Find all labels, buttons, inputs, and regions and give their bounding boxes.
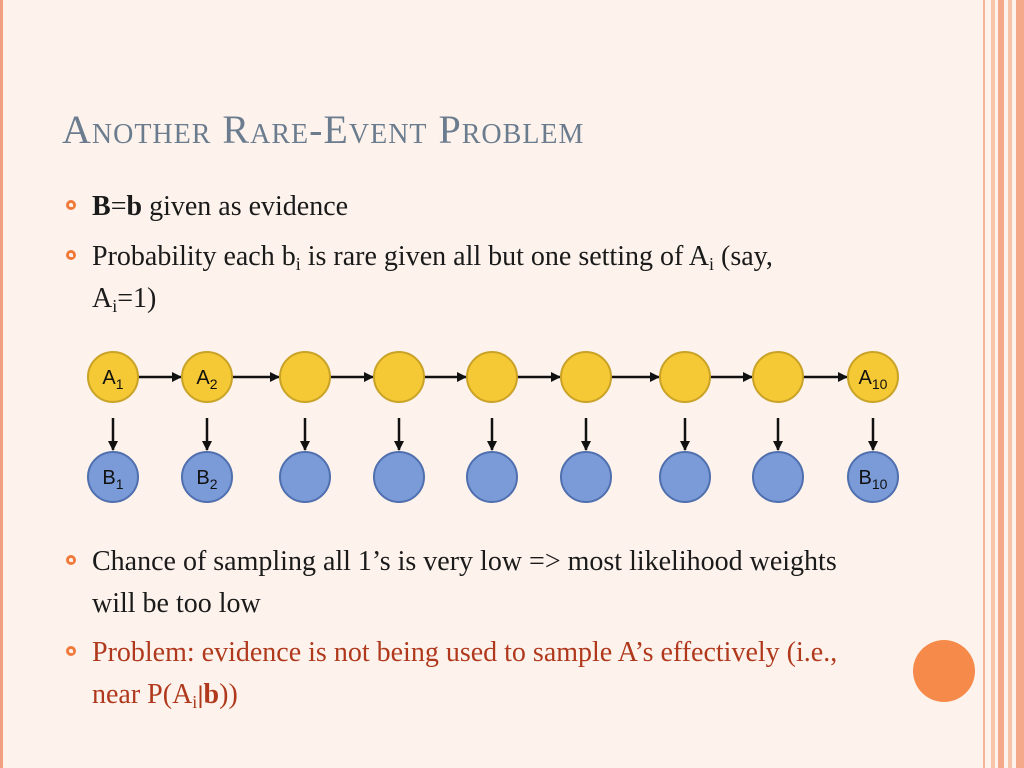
right-stripe-1 bbox=[983, 0, 985, 768]
text-part: Problem: evidence is not being used to s… bbox=[92, 637, 838, 710]
node-b-9: B10 bbox=[847, 451, 899, 503]
node-b-9-circle bbox=[847, 451, 899, 503]
bullet-marker-icon bbox=[66, 555, 76, 565]
bullet-chance: Chance of sampling all 1’s is very low =… bbox=[66, 541, 906, 625]
node-b-7 bbox=[659, 451, 711, 503]
node-b-2-circle bbox=[181, 451, 233, 503]
node-b-6 bbox=[560, 451, 612, 503]
bold-B: B bbox=[92, 191, 111, 222]
bullet-text: Chance of sampling all 1’s is very low =… bbox=[92, 546, 837, 619]
right-stripe-4 bbox=[1008, 0, 1012, 768]
bold-b: b bbox=[203, 679, 220, 710]
bullet-text: Problem: evidence is not being used to s… bbox=[92, 632, 892, 717]
conditional-bar: | bbox=[197, 682, 204, 709]
node-a-6 bbox=[560, 351, 612, 403]
node-a-9-label: A10 bbox=[859, 367, 888, 392]
subscript: i bbox=[112, 296, 118, 316]
node-b-4 bbox=[373, 451, 425, 503]
subscript: i bbox=[295, 254, 301, 274]
bullet-text: Probability each bi is rare given all bu… bbox=[92, 236, 792, 320]
node-a-8 bbox=[752, 351, 804, 403]
node-b-4-circle bbox=[373, 451, 425, 503]
node-a-9: A10 bbox=[847, 351, 899, 403]
node-a-1-label: A1 bbox=[102, 367, 123, 392]
node-a-5-circle bbox=[466, 351, 518, 403]
node-b-6-circle bbox=[560, 451, 612, 503]
node-a-3-circle bbox=[279, 351, 331, 403]
right-stripe-5 bbox=[1016, 0, 1024, 768]
diagram-edges bbox=[108, 372, 878, 451]
bullet-rest: given as evidence bbox=[142, 191, 349, 222]
text-part: =1) bbox=[117, 283, 157, 314]
bullet-probability: Probability each bi is rare given all bu… bbox=[66, 236, 906, 320]
node-b-1: B1 bbox=[87, 451, 139, 503]
node-b-8 bbox=[752, 451, 804, 503]
text-part: )) bbox=[219, 679, 238, 710]
node-b-1-label: B1 bbox=[102, 467, 123, 492]
node-a-7-circle bbox=[659, 351, 711, 403]
node-a-3 bbox=[279, 351, 331, 403]
node-b-9-label: B10 bbox=[859, 467, 888, 492]
bullet-text: B=b given as evidence bbox=[92, 186, 892, 228]
bullet-problem: Problem: evidence is not being used to s… bbox=[66, 632, 906, 716]
node-a-2-circle bbox=[181, 351, 233, 403]
bold-b: b bbox=[126, 191, 143, 222]
node-a-7 bbox=[659, 351, 711, 403]
slide-title: Another Rare-Event Problem bbox=[62, 107, 585, 152]
node-b-3 bbox=[279, 451, 331, 503]
node-b-2-label: B2 bbox=[196, 467, 217, 492]
text-part: Probability each b bbox=[92, 241, 296, 272]
subscript: i bbox=[192, 692, 198, 712]
node-a-4 bbox=[373, 351, 425, 403]
text-part: is rare given all but one setting of A bbox=[300, 241, 709, 272]
node-b-5 bbox=[466, 451, 518, 503]
node-a-6-circle bbox=[560, 351, 612, 403]
right-stripe-3 bbox=[998, 0, 1004, 768]
node-b-8-circle bbox=[752, 451, 804, 503]
node-a-4-circle bbox=[373, 351, 425, 403]
subscript: i bbox=[709, 254, 715, 274]
bullet-marker-icon bbox=[66, 646, 76, 656]
equals-sign: = bbox=[110, 191, 127, 222]
node-a-8-circle bbox=[752, 351, 804, 403]
node-a-5 bbox=[466, 351, 518, 403]
node-b-5-circle bbox=[466, 451, 518, 503]
node-b-3-circle bbox=[279, 451, 331, 503]
text-part: (say, A bbox=[92, 241, 773, 314]
bullet-evidence: B=b given as evidence bbox=[66, 186, 906, 228]
bullet-marker-icon bbox=[66, 250, 76, 260]
node-b-2: B2 bbox=[181, 451, 233, 503]
node-a-2: A2 bbox=[181, 351, 233, 403]
bullet-marker-icon bbox=[66, 200, 76, 210]
node-b-7-circle bbox=[659, 451, 711, 503]
node-a-1-circle bbox=[87, 351, 139, 403]
slide-left-border bbox=[0, 0, 3, 768]
node-a-9-circle bbox=[847, 351, 899, 403]
node-a-1: A1 bbox=[87, 351, 139, 403]
node-a-2-label: A2 bbox=[196, 367, 217, 392]
node-b-1-circle bbox=[87, 451, 139, 503]
right-stripe-2 bbox=[991, 0, 995, 768]
decorative-circle bbox=[913, 640, 975, 702]
